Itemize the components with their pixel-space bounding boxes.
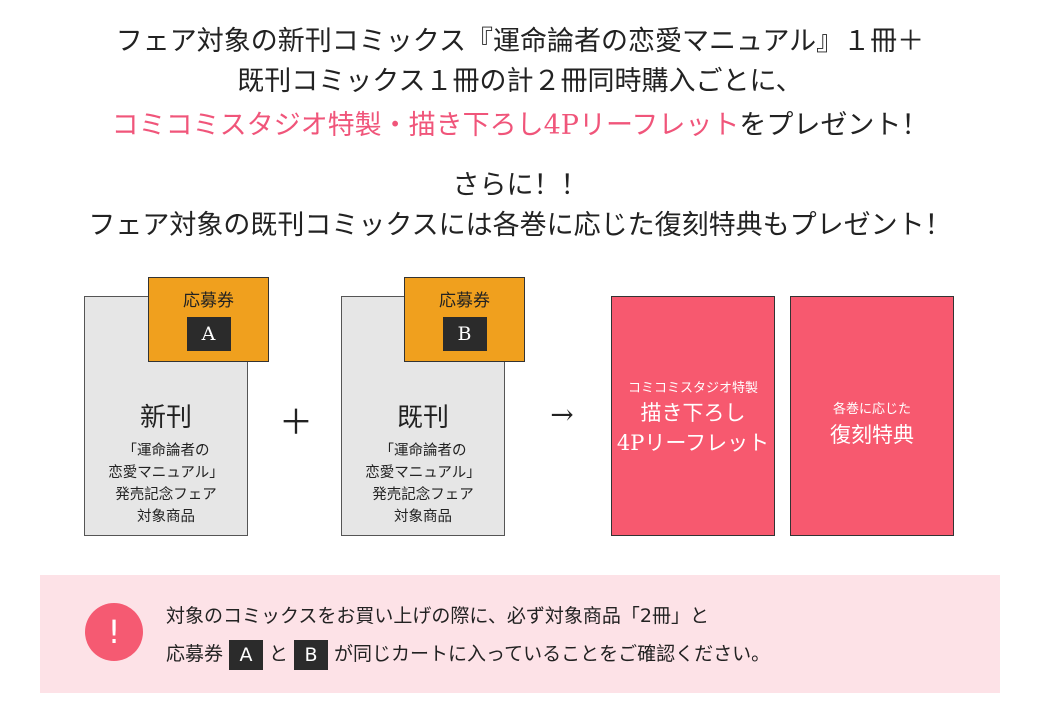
card-description: 「運命論者の 恋愛マニュアル」 発売記念フェア 対象商品 — [365, 443, 481, 525]
ticket-label: 応募券 — [183, 291, 234, 311]
prize-subtitle: 各巻に応じた — [832, 402, 911, 417]
prize-title: 描き下ろし 4Pリーフレット — [616, 401, 770, 455]
arrow-icon: → — [550, 398, 574, 431]
headline-line-3: コミコミスタジオ特製・描き下ろし4Pリーフレットをプレゼント！ — [0, 112, 1040, 139]
notice-ticket-text: 応募券 — [166, 643, 224, 665]
ticket-tag-b: B — [294, 639, 329, 670]
headline-line-3-rest: をプレゼント！ — [739, 110, 929, 141]
prize-title: 復刻特典 — [830, 423, 914, 447]
headline-line-5: フェア対象の既刊コミックスには各巻に応じた復刻特典もプレゼント！ — [88, 210, 952, 241]
card-title: 既刊 — [396, 403, 449, 433]
card-title: 新刊 — [139, 403, 192, 433]
plus-sign: ＋ — [279, 403, 313, 443]
ticket-letter-b: B — [442, 317, 487, 351]
prize-leaflet: コミコミスタジオ特製 描き下ろし 4Pリーフレット — [611, 296, 775, 536]
prize-reprint-bonus: 各巻に応じた 復刻特典 — [790, 296, 954, 536]
ticket-letter-a: A — [186, 317, 231, 351]
headline-highlight: コミコミスタジオ特製・描き下ろし4Pリーフレット — [111, 110, 740, 141]
notice-confirm-text: が同じカートに入っていることをご確認ください。 — [334, 643, 771, 665]
headline-line-1: フェア対象の新刊コミックス『運命論者の恋愛マニュアル』１冊＋ — [115, 26, 925, 57]
ticket-tag-a: A — [229, 639, 264, 670]
ticket-badge-b: 応募券 B — [404, 277, 525, 362]
ticket-label: 応募券 — [439, 291, 490, 311]
ticket-badge-a: 応募券 A — [148, 277, 269, 362]
notice-box — [40, 575, 1000, 693]
card-description: 「運命論者の 恋愛マニュアル」 発売記念フェア 対象商品 — [108, 443, 224, 525]
exclamation-icon: ! — [85, 603, 143, 661]
headline-line-4: さらに！！ — [452, 170, 588, 201]
prize-subtitle: コミコミスタジオ特製 — [627, 381, 758, 396]
notice-and-text: と — [269, 643, 289, 665]
headline-line-2: 既刊コミックス１冊の計２冊同時購入ごとに、 — [237, 66, 803, 97]
notice-line-1: 対象のコミックスをお買い上げの際に、必ず対象商品「2冊」と — [166, 605, 709, 627]
